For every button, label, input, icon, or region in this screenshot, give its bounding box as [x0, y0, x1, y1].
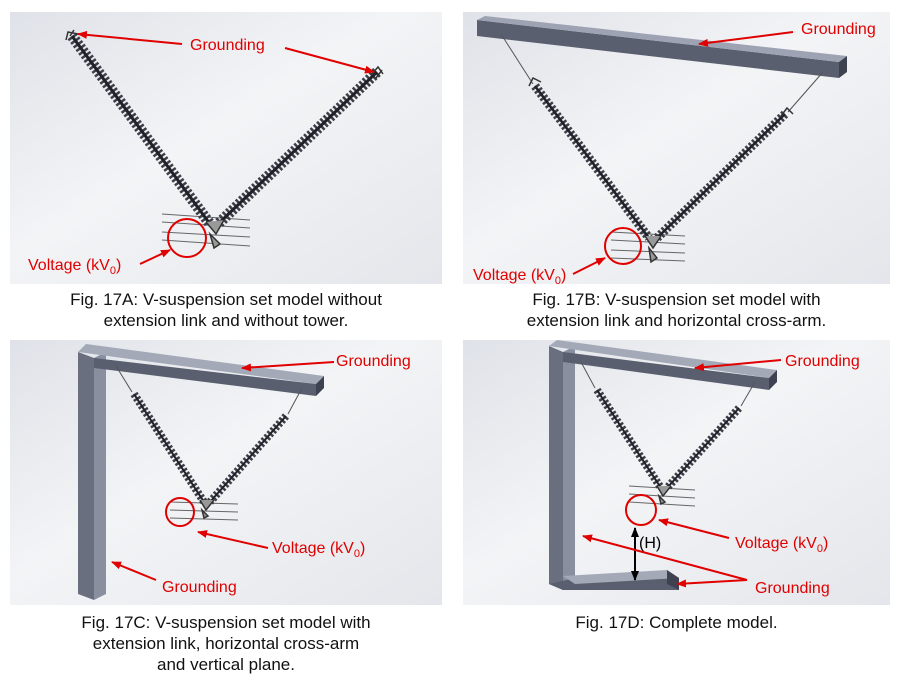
- arrow-voltage: [572, 257, 606, 275]
- clamp-right: [780, 106, 794, 117]
- arrow-grounding-top: [694, 359, 782, 372]
- label-grounding-top: Grounding: [336, 353, 411, 370]
- arrow-grounding-right: [284, 47, 375, 74]
- cross-arm: [477, 16, 847, 78]
- label-voltage: Voltage (kV0): [735, 535, 828, 555]
- extension-link-left: [580, 361, 596, 389]
- cross-arm: [78, 344, 324, 396]
- vertical-plane: [78, 352, 106, 600]
- yoke-hardware: [199, 499, 215, 520]
- cross-arm: [549, 340, 777, 390]
- extension-link-right: [740, 381, 756, 407]
- arrow-grounding-left: [77, 30, 183, 45]
- arrow-grounding-tower: [582, 534, 748, 581]
- arrow-grounding-bottom: [676, 579, 748, 588]
- extension-link-left: [500, 33, 534, 85]
- voltage-marker-circle: [167, 218, 207, 258]
- arrow-voltage: [139, 249, 171, 265]
- panel-17a: Grounding Voltage (kV0): [10, 12, 442, 284]
- voltage-marker-circle: [165, 497, 195, 527]
- yoke-hardware: [644, 235, 662, 264]
- diagram-17b: Grounding Voltage (kV0): [463, 12, 890, 284]
- extension-link-left: [115, 365, 133, 393]
- label-voltage: Voltage (kV0): [272, 540, 365, 560]
- extension-link-right: [287, 387, 303, 415]
- arrow-grounding-plane: [111, 561, 157, 581]
- label-grounding-bottom: Grounding: [755, 580, 830, 597]
- voltage-marker-circle: [604, 227, 642, 265]
- extension-link-right: [787, 71, 824, 113]
- yoke-hardware: [205, 219, 225, 250]
- arrow-voltage: [658, 518, 730, 539]
- label-voltage: Voltage (kV0): [473, 267, 566, 284]
- clamp-left: [65, 29, 79, 41]
- panel-17d: (H) Grounding Voltage (kV0) Grounding: [463, 340, 890, 605]
- tower-vertical: [549, 346, 575, 590]
- panel-17c: Grounding Voltage (kV0) Grounding: [10, 340, 442, 605]
- panel-17b: Grounding Voltage (kV0): [463, 12, 890, 284]
- arrow-grounding-top: [241, 361, 335, 372]
- tower-bottom-arm: [549, 570, 679, 590]
- diagram-17a: Grounding Voltage (kV0): [10, 12, 442, 284]
- caption-17a: Fig. 17A: V-suspension set model without…: [70, 290, 382, 330]
- label-voltage: Voltage (kV0): [28, 257, 121, 277]
- label-grounding: Grounding: [190, 37, 265, 54]
- voltage-marker-circle: [625, 494, 657, 526]
- diagram-17c: Grounding Voltage (kV0) Grounding: [10, 340, 442, 605]
- caption-17d: Fig. 17D: Complete model.: [575, 613, 778, 632]
- arrow-grounding: [698, 31, 794, 47]
- caption-17c: Fig. 17C: V-suspension set model with ex…: [81, 613, 371, 674]
- label-grounding-plane: Grounding: [162, 579, 237, 596]
- clamp-left: [528, 76, 542, 87]
- label-height: (H): [639, 535, 661, 552]
- arrow-voltage: [197, 530, 269, 549]
- yoke-hardware: [656, 485, 672, 506]
- label-grounding-top: Grounding: [785, 353, 860, 370]
- diagram-17d: (H) Grounding Voltage (kV0) Grounding: [463, 340, 890, 605]
- caption-17b: Fig. 17B: V-suspension set model with ex…: [526, 290, 827, 330]
- label-grounding: Grounding: [801, 21, 876, 38]
